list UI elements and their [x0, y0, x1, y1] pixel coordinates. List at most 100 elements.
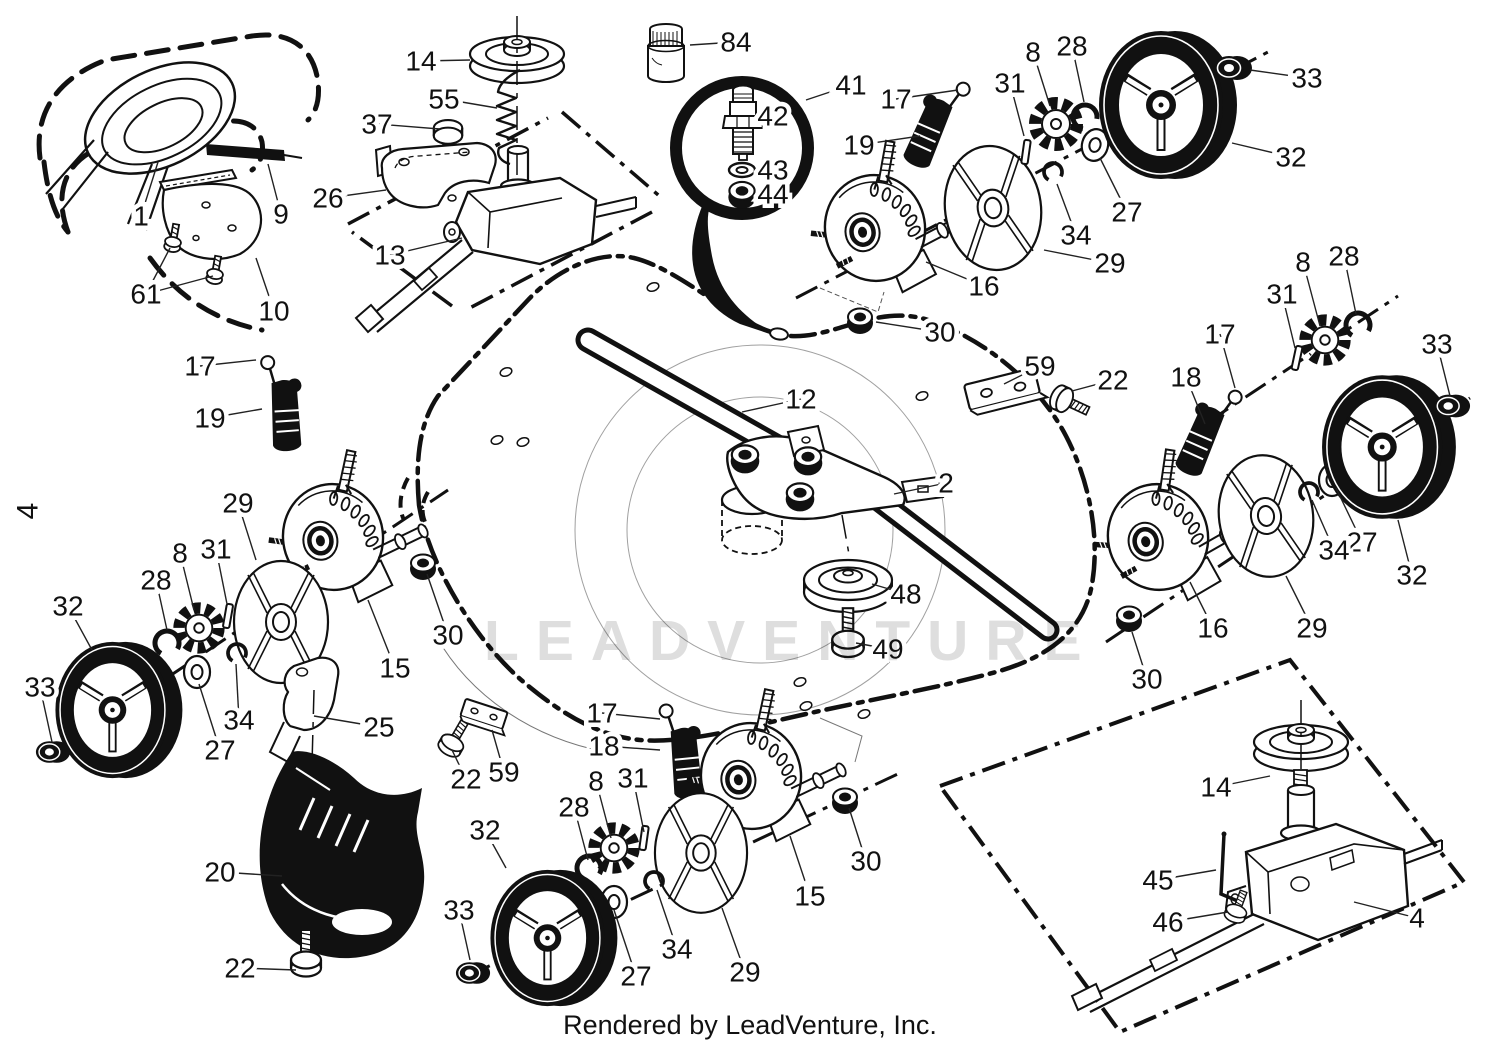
- part-number-8: 8: [1025, 37, 1041, 68]
- leader-line: [632, 777, 645, 833]
- pinion-gear: [1035, 103, 1077, 145]
- part-number-27: 27: [620, 961, 651, 992]
- leader-line: [1249, 69, 1308, 79]
- part-number-25: 25: [363, 712, 394, 743]
- leader-line: [789, 835, 811, 897]
- dust-cover: [653, 792, 749, 914]
- part-number-19: 19: [194, 403, 225, 434]
- part-number-26: 26: [312, 183, 343, 214]
- leader-line: [239, 967, 297, 971]
- leader-line: [741, 398, 802, 413]
- leader-line: [145, 247, 171, 295]
- leader-line: [255, 257, 275, 312]
- leader-line: [327, 189, 387, 199]
- leader-line: [367, 599, 396, 669]
- part-number-4: 4: [1409, 903, 1425, 934]
- part-number-84: 84: [720, 27, 751, 58]
- part-number-34: 34: [661, 934, 692, 965]
- leader-line: [595, 780, 612, 839]
- leader-line: [235, 663, 240, 721]
- part-number-14: 14: [405, 46, 436, 77]
- leader-line: [858, 135, 921, 146]
- part-number-14: 14: [1200, 772, 1231, 803]
- part-number-30: 30: [850, 846, 881, 877]
- part-number-31: 31: [1266, 279, 1297, 310]
- wheel: [1322, 375, 1456, 519]
- part-number-8: 8: [588, 766, 604, 797]
- oil-bottle: [647, 23, 685, 83]
- leader-line: [491, 729, 505, 773]
- leader-line: [199, 359, 257, 367]
- part-number-34: 34: [223, 705, 254, 736]
- part-number-61: 61: [130, 279, 161, 310]
- shift-rod: [1219, 833, 1241, 904]
- part-number-29: 29: [222, 488, 253, 519]
- leader-line: [219, 871, 283, 877]
- leader-line: [1071, 379, 1114, 392]
- transmission-upper: [347, 16, 666, 334]
- leader-line: [1032, 51, 1051, 107]
- part-number-32: 32: [1396, 560, 1427, 591]
- dust-cover: [1209, 447, 1323, 585]
- leader-line: [1311, 499, 1335, 551]
- adjuster-grip: [652, 702, 710, 802]
- idler-pulley: [802, 558, 894, 614]
- part-number-8: 8: [1295, 247, 1311, 278]
- leader-line: [1436, 343, 1451, 397]
- part-number-16: 16: [968, 271, 999, 302]
- idler-arm-assembly: [720, 424, 945, 561]
- leader-line: [420, 59, 471, 62]
- tension-spring: [495, 68, 521, 166]
- pinion-gear: [1305, 320, 1345, 360]
- part-number-34: 34: [1318, 535, 1349, 566]
- leader-line: [179, 552, 195, 611]
- leader-line: [1231, 142, 1292, 158]
- part-number-31: 31: [200, 534, 231, 565]
- leader-line: [1071, 45, 1085, 103]
- part-number-33: 33: [1421, 329, 1452, 360]
- leader-line: [721, 907, 746, 973]
- leader-line: [1167, 911, 1229, 923]
- part-number-33: 33: [1291, 63, 1322, 94]
- axle-nut: [831, 787, 859, 815]
- part-number-30: 30: [432, 620, 463, 651]
- part-number-46: 46: [1152, 907, 1183, 938]
- arm-nut: [792, 446, 824, 477]
- leader-line: [209, 408, 263, 419]
- e-ring-small: [1038, 157, 1068, 187]
- axle-nut: [409, 553, 437, 581]
- part-number-15: 15: [379, 653, 410, 684]
- arm-nut: [729, 444, 761, 475]
- part-number-18: 18: [588, 731, 619, 762]
- part-number-44: 44: [757, 179, 788, 210]
- leader-line: [1009, 82, 1025, 137]
- part-number-8: 8: [172, 538, 188, 569]
- leader-line: [755, 113, 774, 117]
- wheel: [490, 870, 617, 1006]
- part-number-32: 32: [469, 815, 500, 846]
- axle-nut: [1115, 605, 1143, 633]
- adjuster-grip: [1172, 379, 1245, 484]
- part-number-37: 37: [361, 109, 392, 140]
- leader-line: [848, 807, 867, 862]
- spark-plug: [721, 84, 765, 161]
- leader-line: [145, 275, 214, 295]
- page-number: 4: [11, 502, 45, 520]
- part-number-34: 34: [1060, 220, 1091, 251]
- hub-cap-nut: [455, 961, 491, 985]
- part-number-28: 28: [558, 792, 589, 823]
- shift-bracket: [374, 141, 497, 209]
- leader-line: [426, 573, 449, 636]
- deck-holes: [490, 281, 929, 720]
- part-number-13: 13: [374, 240, 405, 271]
- part-number-28: 28: [1056, 31, 1087, 62]
- watermark: LEADVENTURE: [484, 609, 1099, 673]
- leader-line: [875, 321, 941, 333]
- wheel: [55, 642, 182, 778]
- wheel: [1099, 31, 1237, 179]
- leader-line: [443, 98, 498, 109]
- footer-credit: Rendered by LeadVenture, Inc.: [563, 1010, 937, 1040]
- part-number-12: 12: [785, 384, 816, 415]
- leader-line: [140, 161, 159, 217]
